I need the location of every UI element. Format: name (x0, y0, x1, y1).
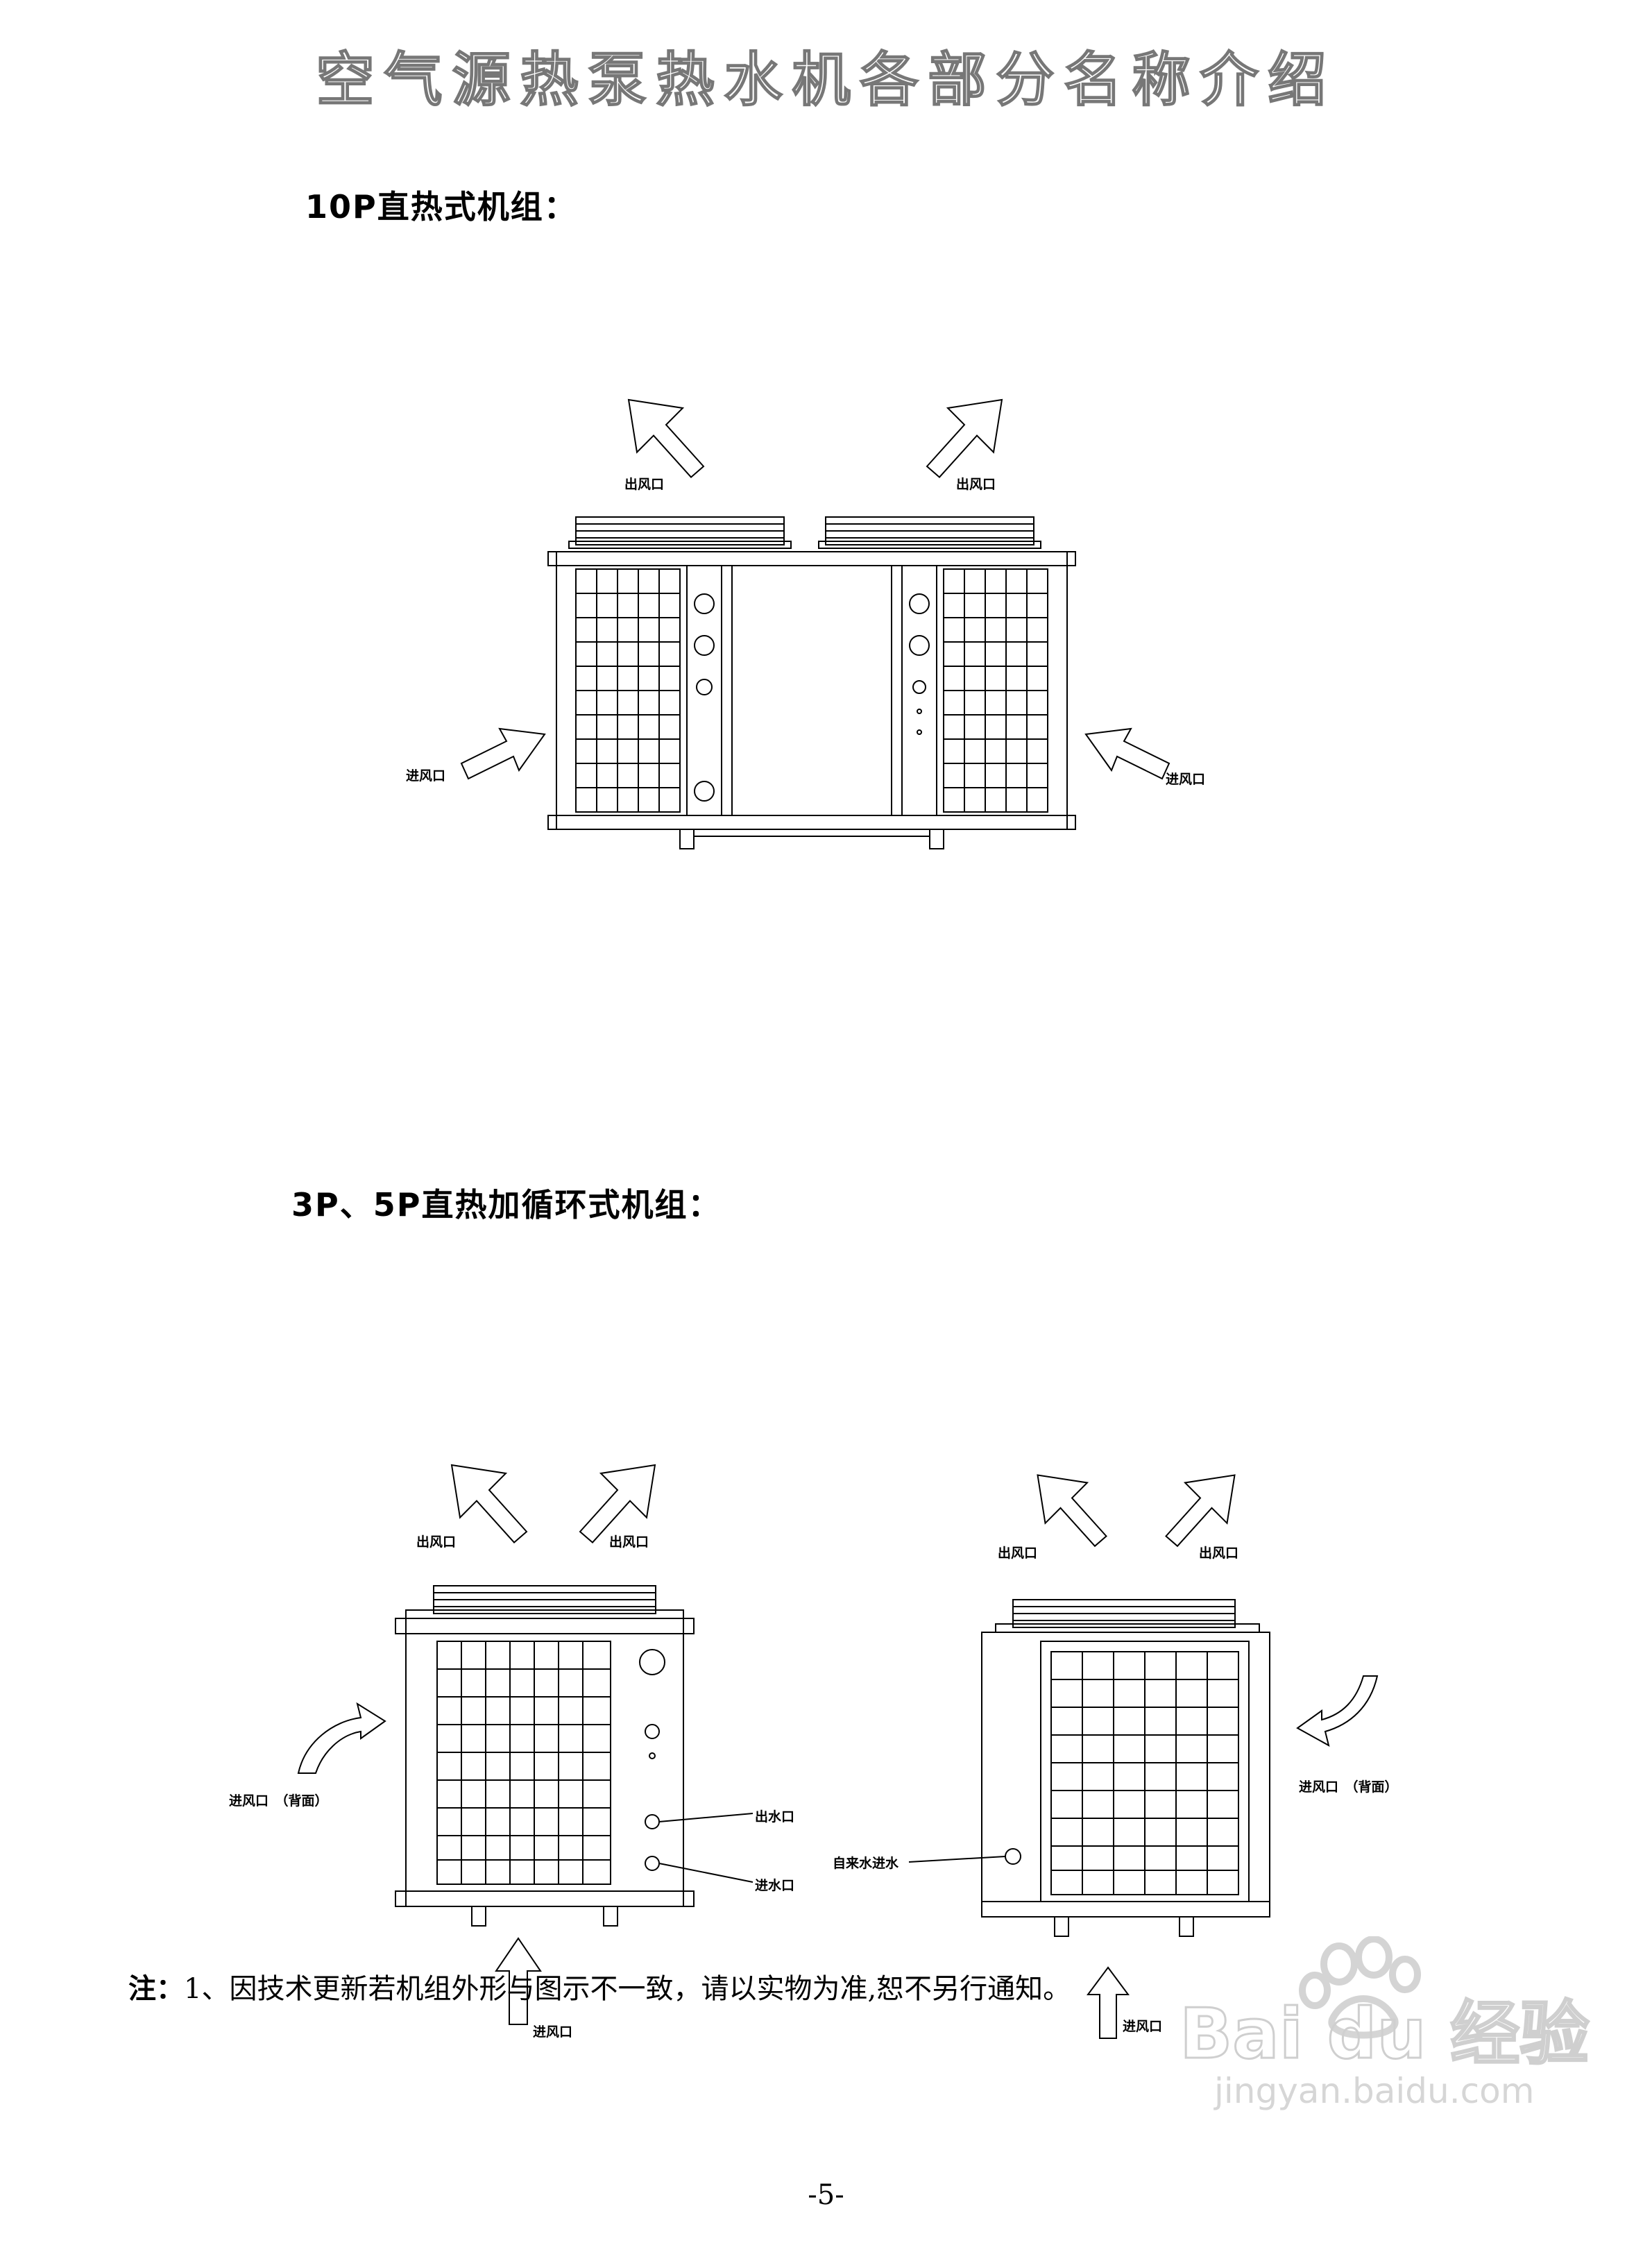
arrow-inlet-icon (1082, 729, 1173, 784)
page-number: -5- (808, 2179, 844, 2211)
footnote-prefix: 注： (128, 1973, 184, 2005)
arrow-outlet-icon (923, 396, 1006, 479)
svg-text:jingyan.baidu.com: jingyan.baidu.com (1214, 2071, 1534, 2111)
diagram-3p5p-rear-unit (982, 1596, 1273, 1950)
diagram-10p-unit (548, 514, 1075, 861)
label-outlet-left: 出风口 (624, 477, 665, 492)
arrow-outlet-icon (1034, 1471, 1110, 1548)
arrow-inlet-up-icon (494, 1936, 543, 2026)
arrow-outlet-icon (448, 1461, 531, 1544)
grille-right (944, 569, 1048, 812)
arrow-outlet-icon (624, 396, 708, 479)
grille-left (576, 569, 680, 812)
section-heading-3p5p: 3P、5P直热加循环式机组： (291, 1186, 722, 1224)
label-inlet-right: 进风口 (1166, 772, 1206, 787)
label-water-in: 进水口 (755, 1878, 795, 1893)
grille-front (437, 1641, 611, 1884)
arrow-outlet-icon (576, 1461, 659, 1544)
label-rear-outlet-left: 出风口 (998, 1546, 1038, 1561)
center-panel (732, 566, 892, 815)
baidu-watermark-logo: Bai du 经验 jingyan.baidu.com (1179, 1936, 1590, 2111)
fan-guard-left (569, 517, 791, 548)
footnote: 注：1、因技术更新若机组外形与图示不一致，请以实物为准,恕不另行通知。 (128, 1966, 1071, 2006)
svg-text:Bai du 经验: Bai du 经验 (1180, 1993, 1589, 2074)
water-inlet-port (645, 1856, 659, 1870)
label-water-out: 出水口 (755, 1809, 795, 1825)
curved-arrow-inlet-icon (291, 1700, 389, 1777)
label-inlet-left: 进风口 (406, 768, 446, 784)
grille-rear (1051, 1652, 1238, 1895)
label-front-inlet-bottom: 进风口 (533, 2024, 573, 2040)
label-front-outlet-right: 出风口 (609, 1534, 649, 1550)
diagram-3p5p-front-unit (395, 1582, 694, 1936)
page-title: 空气源热泵热水机各部分名称介绍 (315, 45, 1336, 115)
curved-arrow-inlet-icon (1294, 1673, 1384, 1749)
tap-water-inlet-port (1005, 1849, 1021, 1864)
arrow-outlet-icon (1162, 1471, 1238, 1548)
label-outlet-right: 出风口 (956, 477, 996, 492)
arrow-inlet-up-icon (1086, 1965, 1130, 2040)
label-rear-inlet-bottom: 进风口 (1123, 2019, 1163, 2034)
label-rear-inlet-back: 进风口 （背面） (1299, 1779, 1398, 1795)
water-outlet-port (645, 1815, 659, 1829)
label-tap-water-in: 自来水进水 (833, 1856, 899, 1871)
label-rear-outlet-right: 出风口 (1199, 1546, 1239, 1561)
footnote-text: 1、因技术更新若机组外形与图示不一致，请以实物为准,恕不另行通知。 (184, 1973, 1071, 2005)
section-heading-10p: 10P直热式机组： (305, 188, 577, 226)
label-front-inlet-back: 进风口 （背面） (229, 1793, 328, 1809)
arrow-inlet-icon (458, 729, 548, 784)
label-front-outlet-left: 出风口 (416, 1534, 457, 1550)
fan-guard-right (819, 517, 1041, 548)
